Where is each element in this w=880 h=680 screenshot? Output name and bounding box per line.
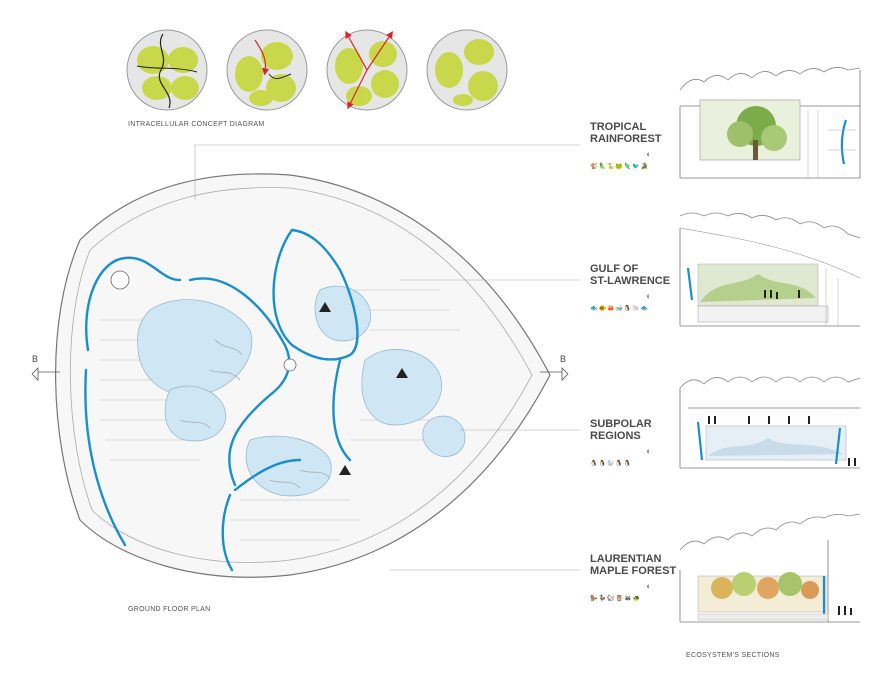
eco-fauna-subpolar: 🐧🐧🦭🐧🐧 (590, 461, 633, 467)
eco-icon-subpolar: ◐ (646, 446, 652, 456)
wall-tropical (85, 256, 182, 352)
section-marker-left: B (32, 354, 38, 364)
eco-fauna-laurentian: 🦫🦆🐿🦉🦝🐢 (590, 596, 641, 602)
concept-diagram-4 (426, 29, 508, 111)
concept-diagram-row (120, 18, 520, 118)
concept-diagram-2 (226, 29, 308, 111)
building-envelope (55, 173, 551, 578)
eco-label-gulf: GULF OF ST-LAWRENCE ◐ 🐟🐠🦀🐋🐧🐚🐟 (590, 263, 672, 312)
eco-fauna-tropical: 🐒🦜🐍🐸🦎🐦🐊 (590, 164, 650, 170)
eco-label-subpolar: SUBPOLAR REGIONS ◐ 🐧🐧🦭🐧🐧 (590, 418, 672, 467)
eco-title-gulf: GULF OF ST-LAWRENCE (590, 263, 671, 287)
wall-subpolar (221, 493, 234, 572)
plan-caption: GROUND FLOOR PLAN (128, 606, 211, 613)
concept-caption: INTRACELLULAR CONCEPT DIAGRAM (128, 121, 265, 128)
eco-icon-laurentian: ◐ (646, 581, 652, 591)
section-subpolar (678, 368, 862, 488)
wall-gulf (272, 228, 359, 361)
section-laurentian-svg (679, 513, 861, 623)
eco-title-tropical: TROPICAL RAINFOREST (590, 121, 662, 145)
section-tropical (678, 60, 862, 190)
ground-floor-plan: B B (20, 140, 580, 610)
eco-label-tropical: TROPICAL RAINFOREST ◐ 🐒🦜🐍🐸🦎🐦🐊 (590, 121, 672, 170)
concept-diagrams-svg (126, 29, 508, 111)
eco-icon-gulf: ◐ (646, 291, 652, 301)
section-subpolar-svg (679, 376, 861, 469)
concept-diagram-1 (126, 29, 208, 111)
section-marker-right: B (560, 354, 566, 364)
eco-icon-tropical: ◐ (646, 149, 652, 159)
eco-title-subpolar: SUBPOLAR REGIONS (590, 418, 652, 442)
eco-label-laurentian: LAURENTIAN MAPLE FOREST ◐ 🦫🦆🐿🦉🦝🐢 (590, 553, 678, 602)
sections-caption: ECOSYSTEM'S SECTIONS (686, 652, 780, 659)
section-gulf (678, 208, 862, 333)
ground-floor-plan-svg: B B (31, 144, 580, 578)
eco-title-laurentian: LAURENTIAN MAPLE FOREST (590, 553, 677, 577)
section-tropical-svg (679, 67, 861, 179)
section-laurentian (678, 510, 862, 640)
eco-fauna-gulf: 🐟🐠🦀🐋🐧🐚🐟 (590, 306, 650, 312)
section-gulf-svg (679, 212, 861, 327)
concept-diagram-3 (326, 29, 408, 111)
